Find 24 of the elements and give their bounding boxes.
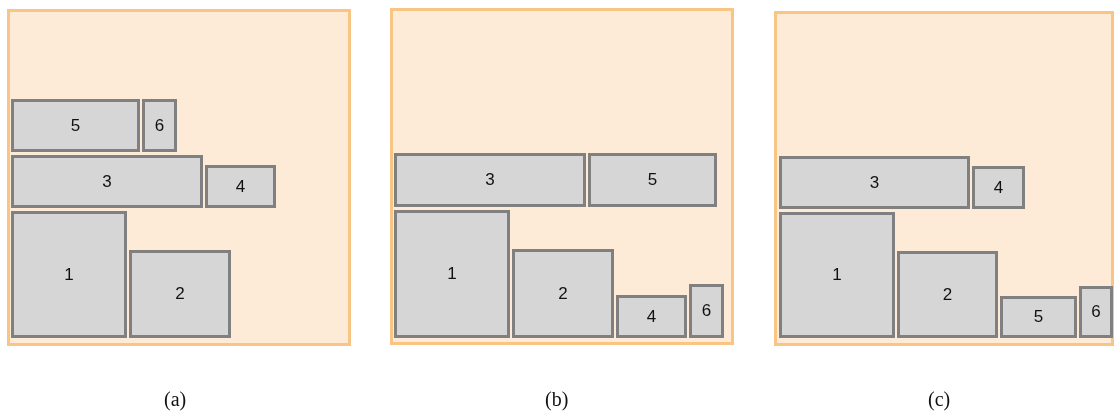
bin-container bbox=[390, 8, 734, 345]
packed-rectangle: 1 bbox=[11, 211, 127, 338]
packed-rectangle: 5 bbox=[11, 99, 140, 152]
packed-rectangle: 2 bbox=[129, 250, 231, 338]
packed-rectangle: 5 bbox=[1000, 296, 1077, 338]
packed-rectangle: 1 bbox=[394, 210, 510, 338]
packed-rectangle: 4 bbox=[205, 165, 276, 208]
packed-rectangle: 4 bbox=[972, 166, 1025, 209]
packed-rectangle: 6 bbox=[1079, 286, 1113, 338]
packed-rectangle: 1 bbox=[779, 212, 895, 338]
packed-rectangle: 6 bbox=[142, 99, 177, 152]
caption-text: (c) bbox=[928, 388, 951, 411]
caption-text: (b) bbox=[545, 388, 569, 411]
packed-rectangle: 3 bbox=[394, 153, 586, 207]
packed-rectangle: 5 bbox=[588, 153, 717, 207]
bin-container bbox=[774, 11, 1114, 346]
packed-rectangle: 6 bbox=[689, 284, 724, 338]
packed-rectangle: 3 bbox=[11, 155, 203, 208]
packed-rectangle: 3 bbox=[779, 156, 970, 209]
bin-container bbox=[7, 9, 351, 346]
packed-rectangle: 2 bbox=[512, 249, 614, 338]
caption-text: (a) bbox=[164, 388, 187, 411]
packed-rectangle: 4 bbox=[616, 295, 687, 338]
packed-rectangle: 2 bbox=[897, 251, 998, 338]
